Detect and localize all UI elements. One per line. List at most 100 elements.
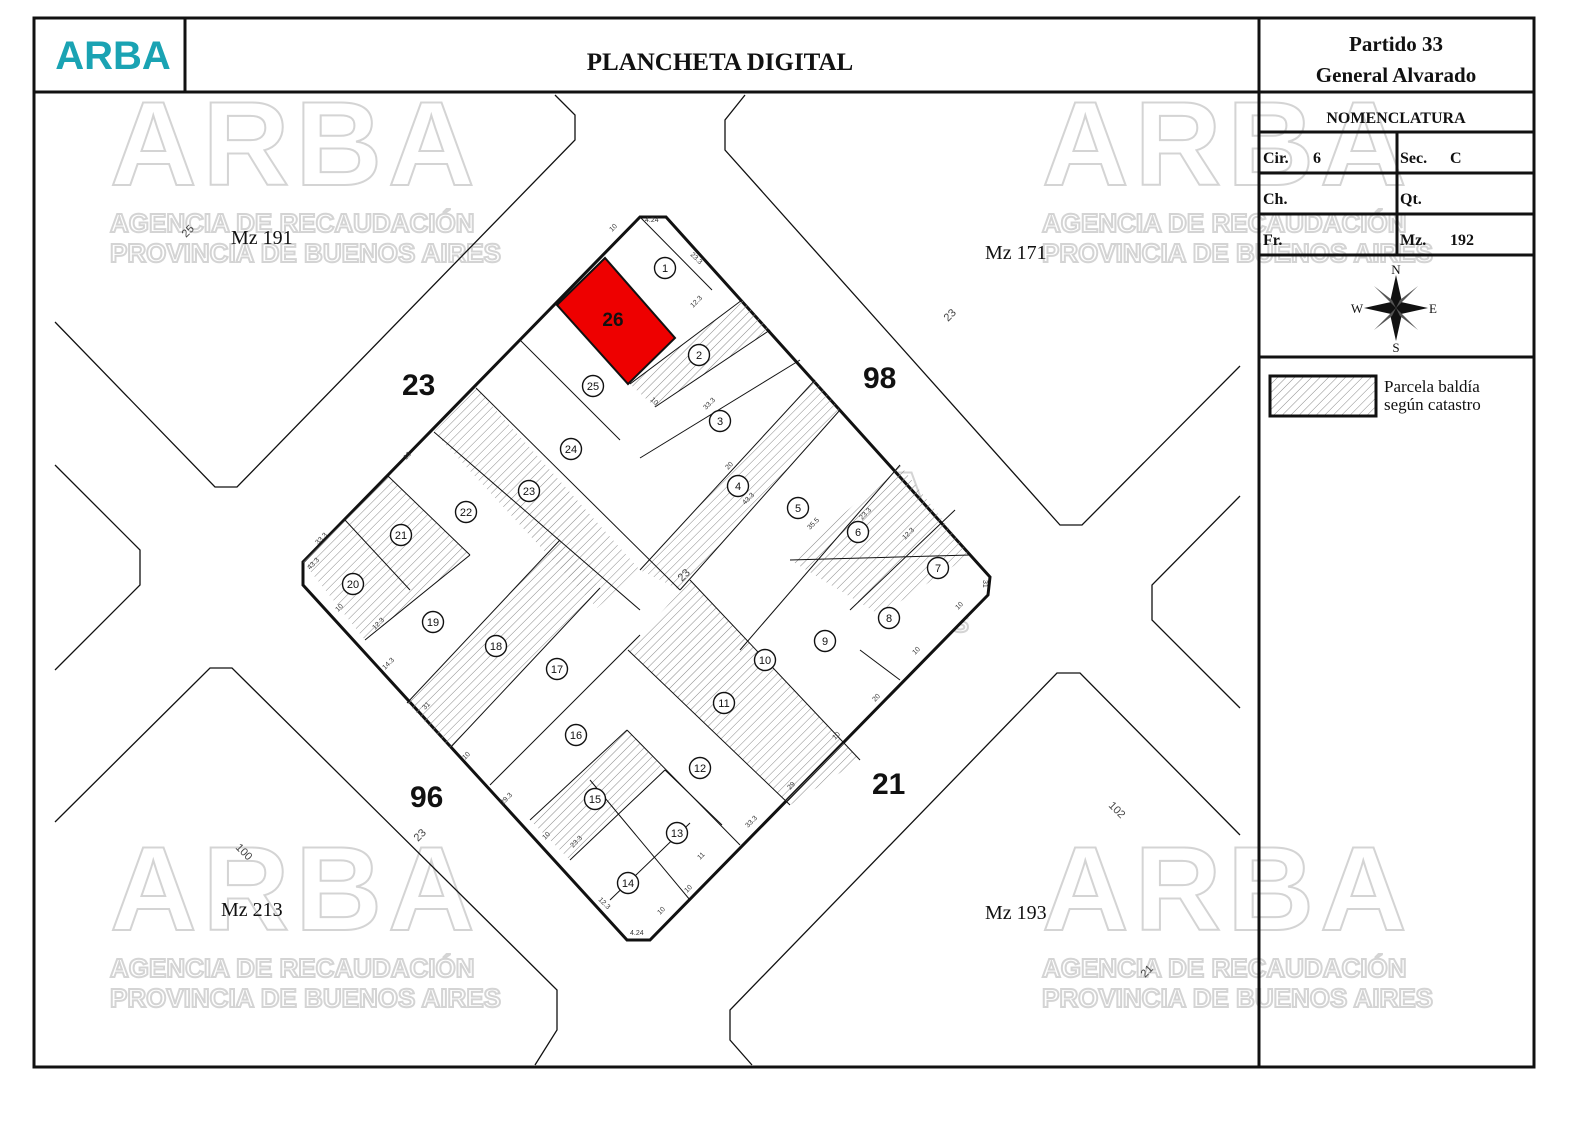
parcel-number: 12 <box>694 763 706 775</box>
parcel-24[interactable]: 24 <box>559 437 583 461</box>
mz-value: 192 <box>1450 232 1474 249</box>
parcel-25[interactable]: 25 <box>581 374 605 398</box>
watermark-bottom-left: ARBA AGENCIA DE RECAUDACIÓN PROVINCIA DE… <box>109 821 502 1014</box>
svg-text:PROVINCIA DE BUENOS AIRES: PROVINCIA DE BUENOS AIRES <box>110 983 501 1013</box>
dimension-label: 20 <box>871 693 882 704</box>
parcel-11[interactable]: 11 <box>712 691 736 715</box>
ch-label: Ch. <box>1263 191 1287 208</box>
compass-rose-icon: N S W E <box>1351 262 1437 355</box>
parcel-8[interactable]: 8 <box>877 606 901 630</box>
street-labels: 23 98 96 21 <box>402 362 905 814</box>
parcel-number: 16 <box>570 730 582 742</box>
watermark-top-right: ARBA AGENCIA DE RECAUDACIÓN PROVINCIA DE… <box>1041 76 1434 269</box>
block-171-edge <box>724 94 1241 526</box>
parcel-4[interactable]: 4 <box>726 474 750 498</box>
dimension-label: 4.24 <box>630 930 644 937</box>
street-label-23: 23 <box>402 369 435 402</box>
parcel-number: 5 <box>795 503 801 515</box>
parcel-number: 20 <box>347 579 359 591</box>
parcel-number: 21 <box>395 530 407 542</box>
parcel-number: 13 <box>671 828 683 840</box>
parcel-12[interactable]: 12 <box>688 756 712 780</box>
parcel-number: 3 <box>717 416 723 428</box>
parcel-circle <box>484 634 508 658</box>
block-label-193: Mz 193 <box>985 902 1047 924</box>
dimension-label: 31 <box>421 701 432 712</box>
parcel-18[interactable]: 18 <box>484 634 508 658</box>
dimension-label: 20 <box>724 461 735 472</box>
street-width-102: 102 <box>1106 800 1127 821</box>
street-label-98: 98 <box>863 362 896 395</box>
parcel-1[interactable]: 1 <box>653 256 677 280</box>
parcel-23[interactable]: 23 <box>517 479 541 503</box>
legend-line1: Parcela baldía <box>1384 377 1480 396</box>
parcel-circle <box>726 474 750 498</box>
block-west-edge <box>54 464 141 671</box>
parcel-circle <box>581 374 605 398</box>
dimension-label: 10 <box>402 451 413 462</box>
parcel-circle <box>846 520 870 544</box>
parcel-7[interactable]: 7 <box>926 556 950 580</box>
dimension-label: 10 <box>461 751 472 762</box>
street-label-96: 96 <box>410 781 443 814</box>
parcel-markers: 1234567891011121314151617181920212223242… <box>341 256 950 895</box>
parcel-number: 4 <box>735 481 741 493</box>
parcel-circle <box>877 606 901 630</box>
mz-label: Mz. <box>1400 232 1426 249</box>
parcel-22[interactable]: 22 <box>454 500 478 524</box>
parcel-15[interactable]: 15 <box>583 787 607 811</box>
parcel-17[interactable]: 17 <box>545 657 569 681</box>
dimension-label: 31 <box>981 580 988 588</box>
highlight-parcel-label: 26 <box>602 310 623 331</box>
parcel-2[interactable]: 2 <box>687 343 711 367</box>
parcel-number: 2 <box>696 350 702 362</box>
parcel-14[interactable]: 14 <box>616 871 640 895</box>
svg-text:ARBA: ARBA <box>1042 822 1413 956</box>
dimension-label: 10 <box>541 831 552 842</box>
parcel-5[interactable]: 5 <box>786 496 810 520</box>
parcel-circle <box>712 691 736 715</box>
parcel-20[interactable]: 20 <box>341 572 365 596</box>
compass-n: N <box>1391 262 1401 277</box>
svg-text:AGENCIA DE RECAUDACIÓN: AGENCIA DE RECAUDACIÓN <box>110 953 475 983</box>
parcel-circle <box>813 629 837 653</box>
block-191-edge <box>54 94 576 488</box>
svg-text:AGENCIA DE RECAUDACIÓN: AGENCIA DE RECAUDACIÓN <box>110 208 475 238</box>
parcel-number: 6 <box>855 527 861 539</box>
parcel-circle <box>687 343 711 367</box>
parcel-number: 19 <box>427 617 439 629</box>
parcel-number: 9 <box>822 636 828 648</box>
dimension-label: 10 <box>656 906 667 917</box>
dimension-label: 10 <box>608 223 619 234</box>
parcel-13[interactable]: 13 <box>665 821 689 845</box>
parcel-10[interactable]: 10 <box>753 648 777 672</box>
highlight-parcel[interactable] <box>555 256 677 386</box>
parcel-6[interactable]: 6 <box>846 520 870 544</box>
parcel-circle <box>389 523 413 547</box>
parcel-19[interactable]: 19 <box>421 610 445 634</box>
parcel-16[interactable]: 16 <box>564 723 588 747</box>
street-label-21: 21 <box>872 768 905 801</box>
dimension-label: 4.24 <box>645 217 659 224</box>
parcel-number: 1 <box>662 263 668 275</box>
block-192: 26 <box>301 215 992 942</box>
svg-text:AGENCIA DE RECAUDACIÓN: AGENCIA DE RECAUDACIÓN <box>1042 208 1407 238</box>
fr-label: Fr. <box>1263 232 1282 249</box>
parcel-number: 17 <box>551 664 563 676</box>
parcel-number: 10 <box>759 655 771 667</box>
parcel-3[interactable]: 3 <box>708 409 732 433</box>
parcel-circle <box>545 657 569 681</box>
cir-label: Cir. <box>1263 150 1289 167</box>
block-labels: Mz 191 Mz 171 Mz 213 Mz 193 <box>221 227 1047 924</box>
vacant-parcel-10-11 <box>628 580 860 805</box>
parcel-9[interactable]: 9 <box>813 629 837 653</box>
parcel-21[interactable]: 21 <box>389 523 413 547</box>
parcel-circle <box>665 821 689 845</box>
block-east-edge <box>1151 495 1241 709</box>
dimension-label: 10 <box>683 884 694 895</box>
svg-text:PROVINCIA DE BUENOS AIRES: PROVINCIA DE BUENOS AIRES <box>110 238 501 268</box>
arba-logo: ARBA <box>55 34 171 78</box>
parcel-number: 22 <box>460 507 472 519</box>
legend: Parcela baldía según catastro <box>1268 374 1481 418</box>
